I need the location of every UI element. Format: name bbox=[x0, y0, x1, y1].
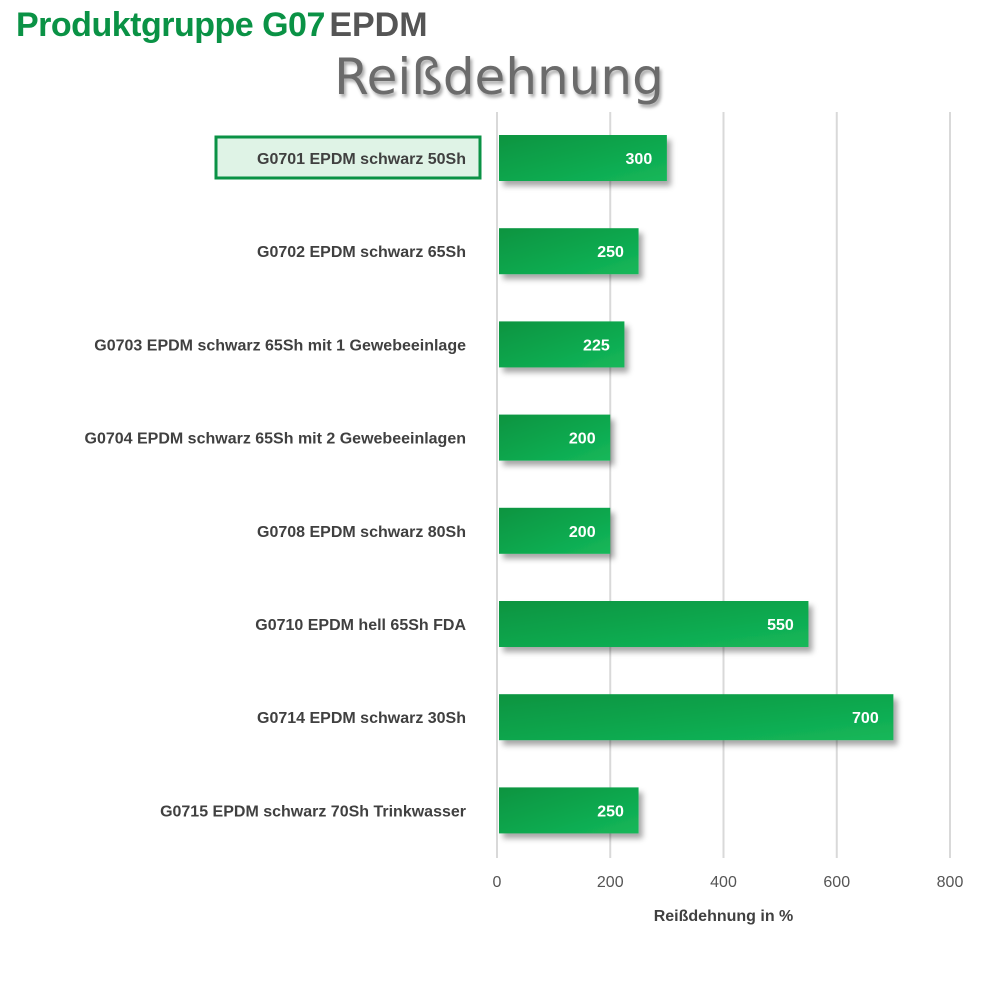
category-label: G0710 EPDM hell 65Sh FDA bbox=[255, 617, 466, 634]
x-tick-label: 0 bbox=[493, 874, 502, 891]
bar-value-label: 250 bbox=[597, 244, 624, 261]
category-label: G0702 EPDM schwarz 65Sh bbox=[257, 244, 466, 261]
category-label: G0708 EPDM schwarz 80Sh bbox=[257, 524, 466, 541]
bars: 300 250 225 200 200 550 700 250 bbox=[499, 135, 894, 834]
bar bbox=[499, 507, 611, 554]
x-tick-label: 600 bbox=[823, 874, 850, 891]
x-tick-label: 800 bbox=[937, 874, 964, 891]
x-tick-label: 200 bbox=[597, 874, 624, 891]
highlight-layer bbox=[214, 135, 482, 180]
x-axis-title: Reißdehnung in % bbox=[654, 908, 794, 925]
category-label: G0715 EPDM schwarz 70Sh Trinkwasser bbox=[160, 803, 466, 820]
bar bbox=[499, 228, 639, 275]
product-subtitle: EPDM bbox=[329, 6, 428, 44]
highlight-box bbox=[214, 135, 482, 180]
bar bbox=[499, 787, 639, 834]
x-tick-label: 400 bbox=[710, 874, 737, 891]
brand-title: Produktgruppe G07 bbox=[16, 6, 325, 44]
bar-value-label: 250 bbox=[597, 803, 624, 820]
bar-value-label: 550 bbox=[767, 617, 794, 634]
bar-value-label: 200 bbox=[569, 524, 596, 541]
bar-value-label: 300 bbox=[626, 151, 653, 168]
bar bbox=[499, 321, 625, 368]
bar bbox=[499, 694, 894, 741]
x-axis-ticks: 0 200 400 600 800 bbox=[493, 874, 964, 891]
bar bbox=[499, 135, 667, 181]
grid-lines bbox=[496, 112, 951, 858]
bar bbox=[499, 601, 809, 647]
bar bbox=[499, 414, 611, 461]
bar-value-label: 200 bbox=[569, 431, 596, 448]
bar-value-label: 225 bbox=[583, 337, 610, 354]
category-label: G0701 EPDM schwarz 50Sh bbox=[257, 151, 466, 168]
chart-title: Reißdehnung bbox=[334, 48, 664, 106]
category-label: G0704 EPDM schwarz 65Sh mit 2 Gewebeeinl… bbox=[85, 431, 466, 448]
category-label: G0703 EPDM schwarz 65Sh mit 1 Gewebeeinl… bbox=[94, 337, 466, 354]
page-header: Produktgruppe G07 EPDM bbox=[16, 6, 428, 45]
bar-value-label: 700 bbox=[852, 710, 879, 727]
category-label: G0714 EPDM schwarz 30Sh bbox=[257, 710, 466, 727]
